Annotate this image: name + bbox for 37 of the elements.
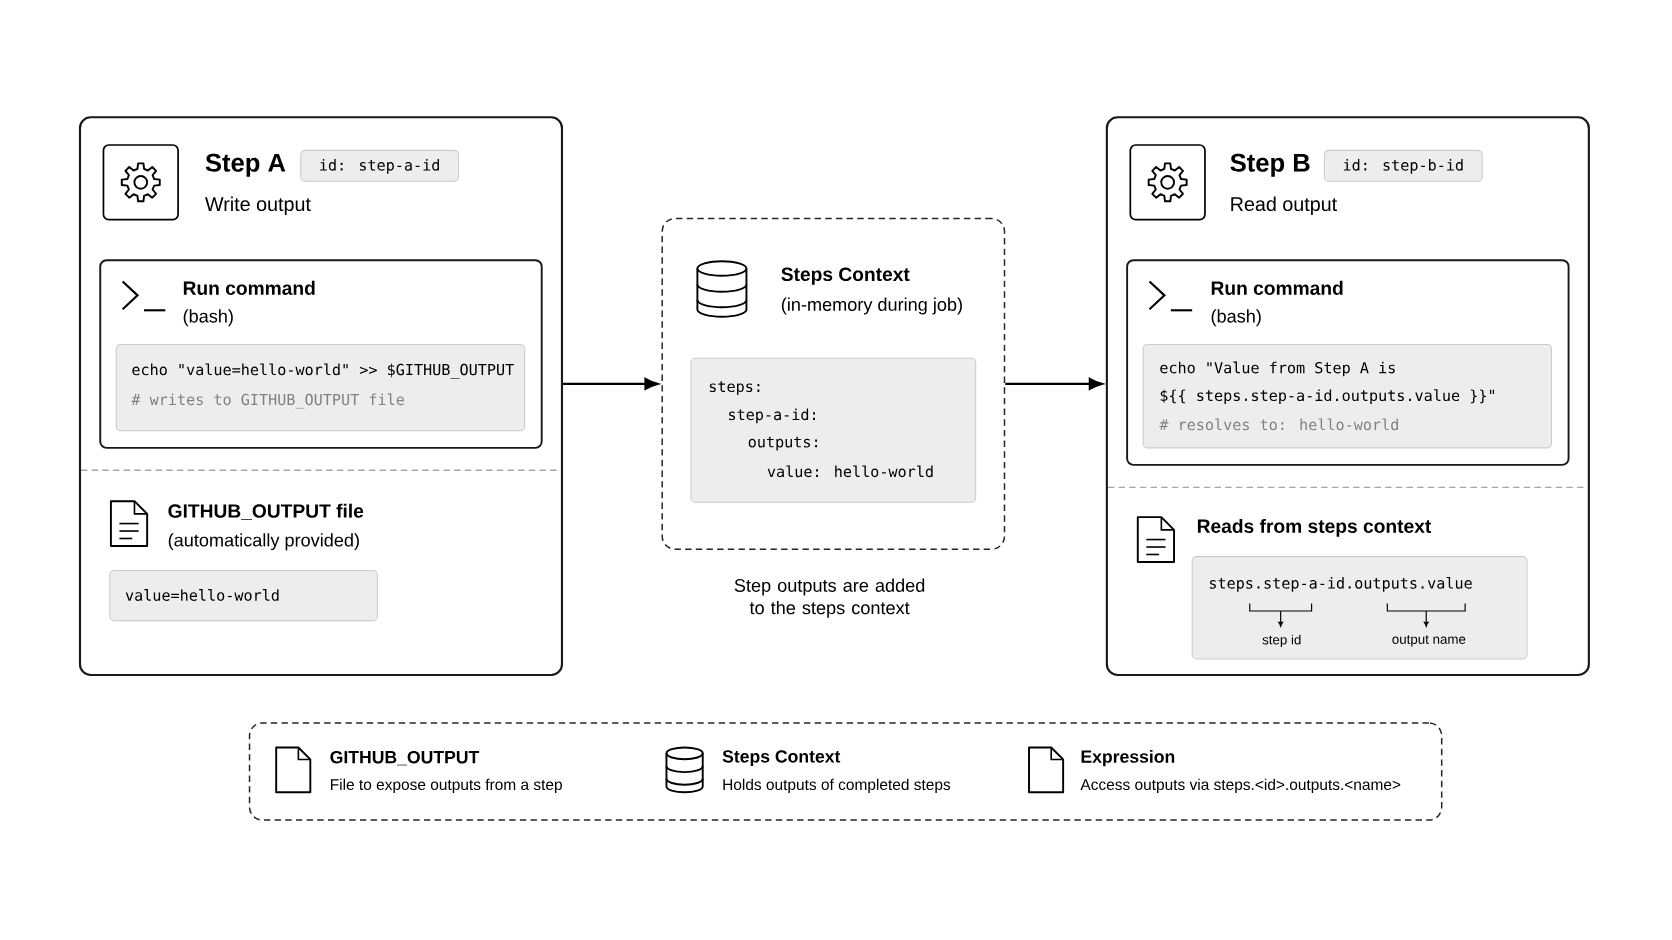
- code-line: echo "value=hello-world" >> $GITHUB_OUTPUT: [132, 363, 514, 379]
- legend-title: Expression: [1081, 749, 1175, 767]
- legend-description: Holds outputs of completed steps: [723, 778, 951, 793]
- code-line: ${{ steps.step-a-id.outputs.value }}": [1160, 389, 1495, 404]
- id-text: id: step-b-id: [1343, 158, 1463, 174]
- arrow: [563, 377, 659, 390]
- legend-description: Access outputs via steps.<id>.outputs.<name>: [1080, 778, 1401, 793]
- panel-subtitle: (bash): [1211, 309, 1261, 326]
- context-title: Steps Context: [781, 267, 910, 285]
- step-subtitle: Write output: [205, 196, 311, 215]
- code-line: outputs:: [748, 436, 817, 451]
- code-line: step-a-id:: [729, 408, 815, 423]
- section-subtitle: (automatically provided): [168, 533, 359, 550]
- node-label: Step outputs are added to the steps context: [734, 578, 925, 618]
- panel-title: Run command: [183, 280, 315, 295]
- panel-title: Run command: [1211, 280, 1343, 295]
- step-title: Step A: [205, 153, 286, 177]
- annotation-label: output name: [1392, 634, 1466, 647]
- legend-title: GITHUB_OUTPUT: [330, 750, 480, 766]
- code-line: value: hello-world: [767, 465, 933, 477]
- section-title: GITHUB_OUTPUT file: [168, 503, 364, 520]
- panel-subtitle: (bash): [183, 309, 233, 326]
- code-line: echo "Value from Step A is: [1160, 361, 1395, 377]
- code-line: steps:: [709, 381, 760, 395]
- code-comment: # writes to GITHUB_OUTPUT file: [131, 393, 404, 409]
- legend-title: Steps Context: [722, 749, 841, 766]
- code-line: value=hello-world: [125, 588, 279, 601]
- step-subtitle: Read output: [1231, 196, 1337, 215]
- section-title: Reads from steps context: [1197, 518, 1432, 537]
- annotation-label: step id: [1262, 634, 1301, 647]
- id-text: id: step-a-id: [320, 158, 439, 174]
- code-line: steps.step-a-id.outputs.value: [1209, 576, 1472, 592]
- context-subtitle: (in-memory during job): [781, 297, 962, 315]
- code-comment: # resolves to: hello-world: [1159, 418, 1398, 431]
- step-title: Step B: [1230, 153, 1310, 177]
- legend-description: File to expose outputs from a step: [331, 778, 562, 793]
- arrow: [1005, 377, 1103, 390]
